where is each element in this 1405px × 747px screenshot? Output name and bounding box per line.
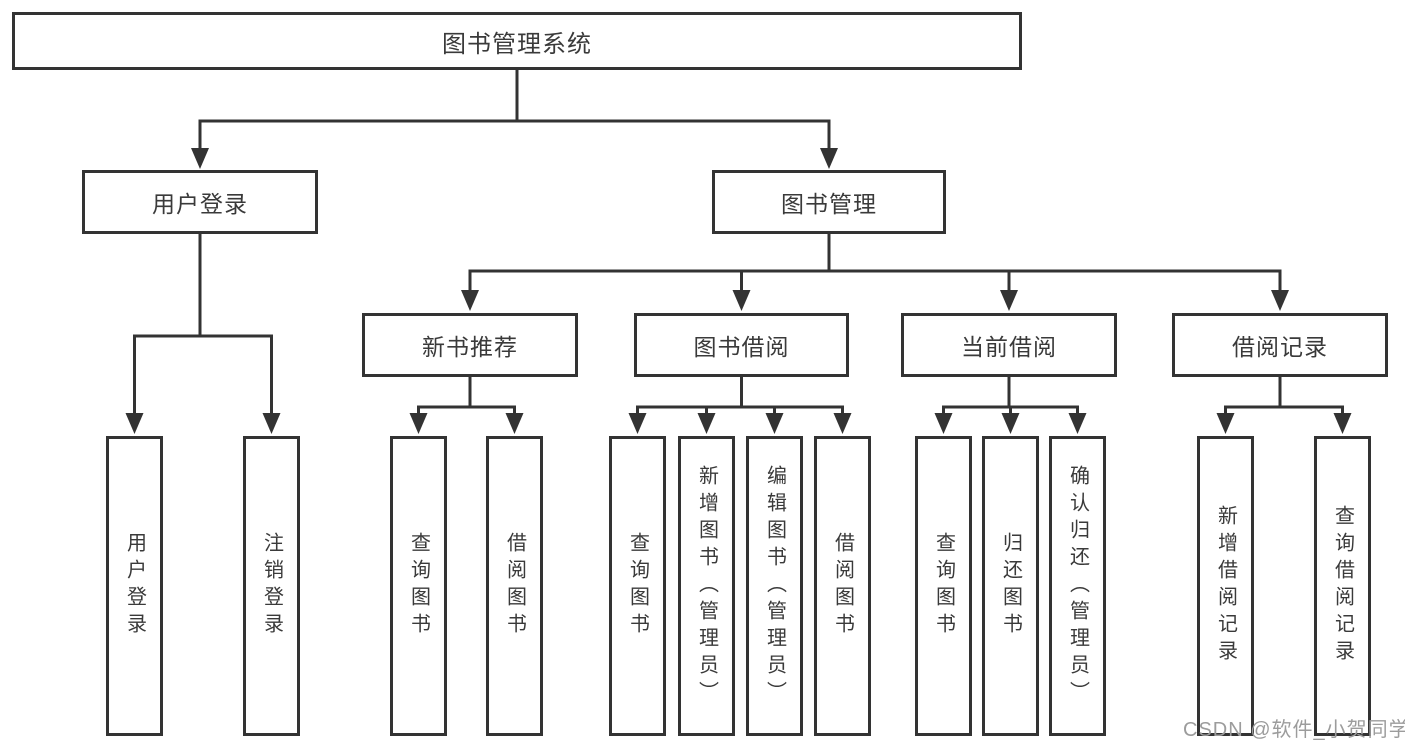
node-borrow-add-books-admin: 新增图书（管理员） bbox=[678, 436, 735, 736]
node-records-query-record: 查询借阅记录 bbox=[1314, 436, 1371, 736]
node-user-login: 用户登录 bbox=[82, 170, 318, 234]
csdn-watermark: CSDN @软件_小贺同学 bbox=[1183, 719, 1405, 741]
node-borrow-borrow-books: 借阅图书 bbox=[814, 436, 871, 736]
node-current-borrowing: 当前借阅 bbox=[901, 313, 1117, 377]
node-book-borrowing: 图书借阅 bbox=[634, 313, 849, 377]
node-current-query-books: 查询图书 bbox=[915, 436, 972, 736]
node-new-book-recommendation: 新书推荐 bbox=[362, 313, 578, 377]
node-borrow-query-books: 查询图书 bbox=[609, 436, 666, 736]
node-book-management: 图书管理 bbox=[712, 170, 946, 234]
node-recommend-query-books: 查询图书 bbox=[390, 436, 447, 736]
node-library-management-system: 图书管理系统 bbox=[12, 12, 1022, 70]
node-user-login-leaf: 用户登录 bbox=[106, 436, 163, 736]
node-borrowing-records: 借阅记录 bbox=[1172, 313, 1388, 377]
node-borrow-edit-books-admin: 编辑图书（管理员） bbox=[746, 436, 803, 736]
node-current-confirm-return-admin: 确认归还（管理员） bbox=[1049, 436, 1106, 736]
arrowheads bbox=[125, 148, 1352, 434]
node-recommend-borrow-books: 借阅图书 bbox=[486, 436, 543, 736]
node-current-return-books: 归还图书 bbox=[982, 436, 1039, 736]
node-records-add-record: 新增借阅记录 bbox=[1197, 436, 1254, 736]
node-logout: 注销登录 bbox=[243, 436, 300, 736]
